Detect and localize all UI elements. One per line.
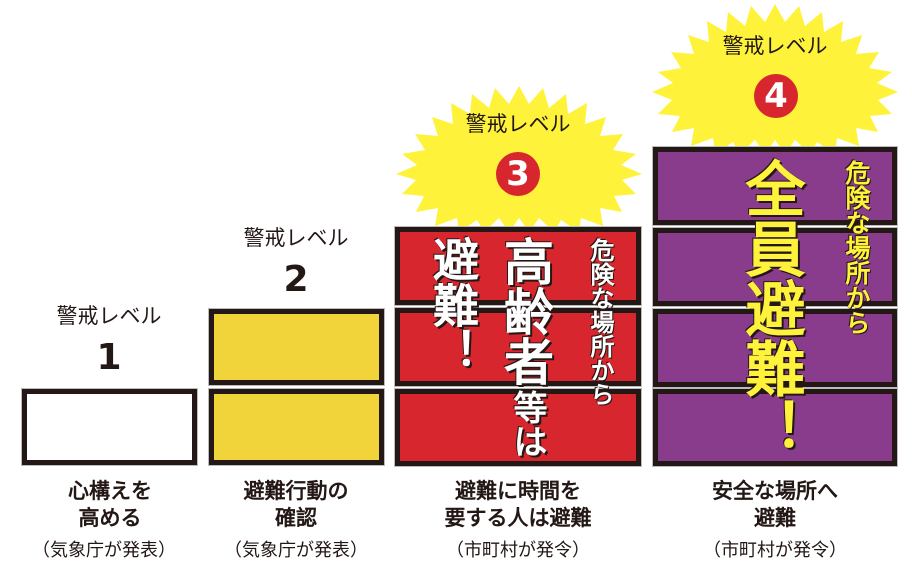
caption-line: 避難行動の xyxy=(243,479,349,503)
level-3-caption: 避難に時間を 要する人は避難 xyxy=(395,478,641,532)
level-3-danger-text: 危険な場所から xyxy=(586,238,614,406)
level-4-label: 警戒レベル xyxy=(722,34,828,58)
caption-line: 高める xyxy=(78,506,142,530)
level-4-all-evacuate-text: 全員避難！ xyxy=(735,158,805,458)
level-3-elderly-tail-text: 等は xyxy=(507,390,547,458)
level-1-source: （気象庁が発表） xyxy=(32,540,176,561)
level-4-badge: 4 xyxy=(754,74,798,118)
caption-line: 避難 xyxy=(754,506,796,530)
caption-line: 要する人は避難 xyxy=(444,506,592,530)
level-4-danger-text: 危険な場所から xyxy=(842,160,871,335)
caption-line: 心構えを xyxy=(68,479,152,503)
level-4-box-2 xyxy=(652,227,898,307)
caption-line: 確認 xyxy=(275,506,317,530)
level-2-caption: 避難行動の 確認 xyxy=(196,478,396,532)
level-3-source: （市町村が発令） xyxy=(446,540,590,561)
level-1-box xyxy=(21,388,198,466)
level-2-source: （気象庁が発表） xyxy=(224,540,368,561)
level-3-box-2 xyxy=(394,307,642,387)
level-4-source: （市町村が発令） xyxy=(703,540,847,561)
level-3-evacuate-text: 避難！ xyxy=(426,236,480,374)
level-3-badge: 3 xyxy=(496,152,540,196)
level-2-label: 警戒レベル xyxy=(243,226,349,250)
level-1-caption: 心構えを 高める xyxy=(10,478,210,532)
level-4-caption: 安全な場所へ 避難 xyxy=(652,478,898,532)
caption-line: 安全な場所へ xyxy=(712,479,838,503)
level-1-label: 警戒レベル xyxy=(56,304,162,328)
level-3-box-3 xyxy=(394,388,642,467)
caption-line: 避難に時間を xyxy=(455,479,581,503)
level-4-box-1 xyxy=(652,146,898,226)
level-4-box-3 xyxy=(652,308,898,388)
level-1-number: 1 xyxy=(96,337,122,378)
level-4-box-4 xyxy=(652,388,898,467)
level-3-elderly-text: 高齢者 xyxy=(496,236,554,386)
level-2-box-top xyxy=(208,308,385,386)
level-3-label: 警戒レベル xyxy=(465,112,571,136)
level-2-box-bottom xyxy=(208,388,385,466)
level-2-number: 2 xyxy=(283,259,309,300)
level-3-box-1 xyxy=(394,226,642,306)
